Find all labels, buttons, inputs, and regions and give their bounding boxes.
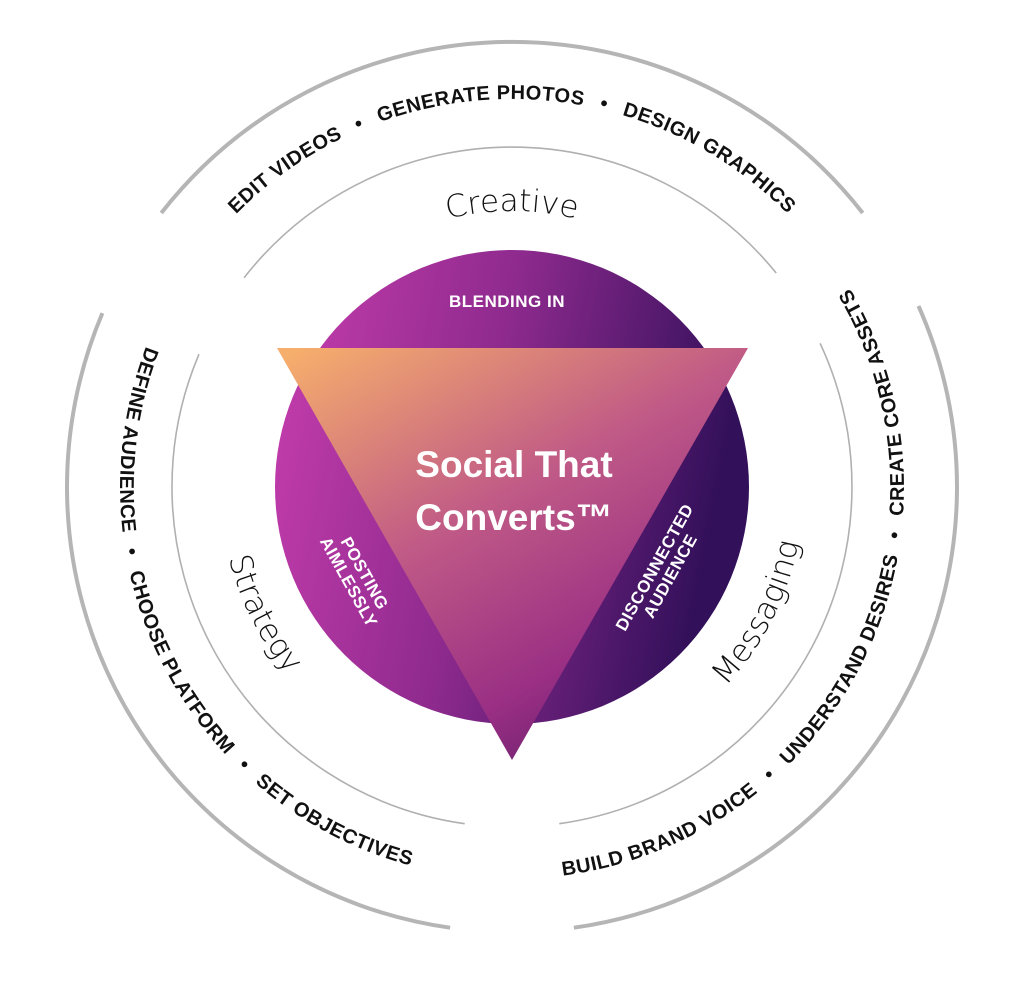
separator-dot: • <box>234 754 255 775</box>
separator-dot: • <box>598 92 610 115</box>
inner-arc-messaging <box>559 342 853 825</box>
separator-dot: • <box>884 530 907 540</box>
inner-arc-strategy <box>171 353 465 825</box>
ring-label-creative: Creative <box>442 183 582 226</box>
task-design-graphics: DESIGN GRAPHICS <box>620 99 799 218</box>
outer-arc-creative <box>159 39 865 215</box>
title-line1: Social That <box>415 444 612 485</box>
task-set-objectives: SET OBJECTIVES <box>251 770 415 871</box>
task-define-audience: DEFINE AUDIENCE <box>115 344 162 533</box>
problem-blending-in: BLENDING IN <box>449 292 565 311</box>
title-line2: Converts™ <box>415 497 612 538</box>
task-generate-photos: GENERATE PHOTOS <box>374 82 586 127</box>
inner-arc-creative <box>243 146 777 279</box>
outer-arc-messaging <box>573 305 959 930</box>
separator-dot: • <box>351 112 366 135</box>
core-triangle <box>277 348 748 760</box>
task-build-brand-voice: BUILD BRAND VOICE <box>560 779 761 881</box>
task-edit-videos: EDIT VIDEOS <box>224 122 345 217</box>
separator-dot: • <box>759 764 779 785</box>
separator-dot: • <box>120 546 143 557</box>
outer-arc-strategy <box>65 312 451 930</box>
task-create-core-assets: CREATE CORE ASSETS <box>835 285 909 516</box>
